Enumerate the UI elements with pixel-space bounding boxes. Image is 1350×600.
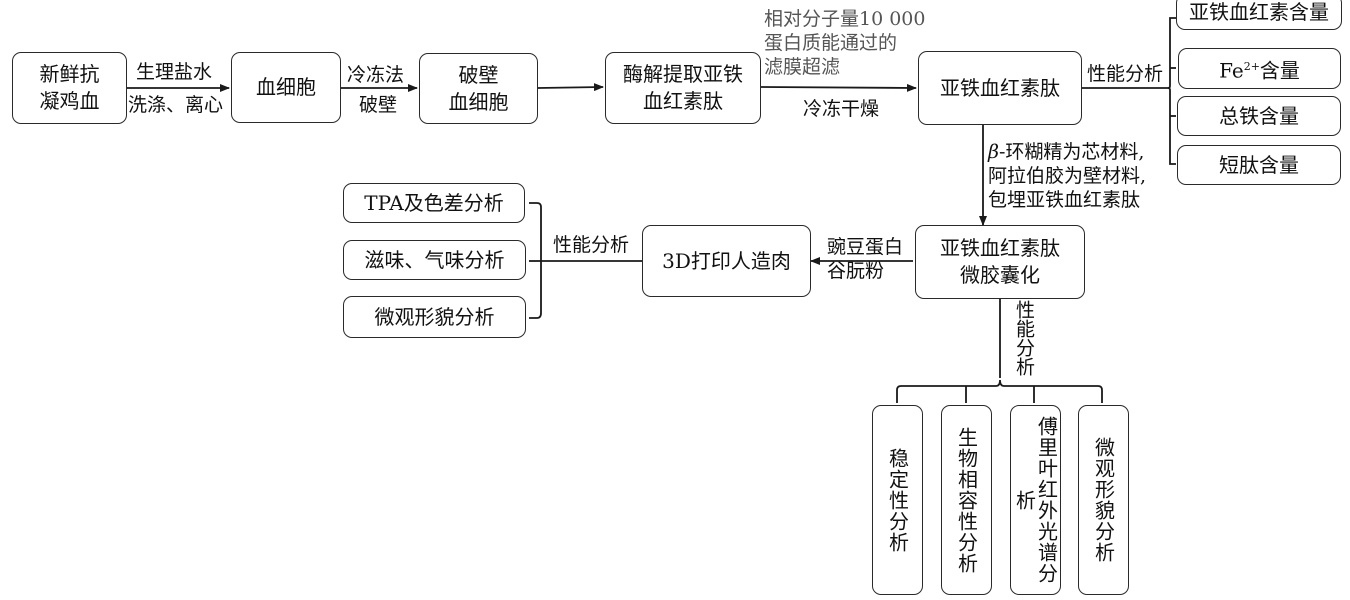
node-blood-cells: 血细胞 (231, 52, 341, 123)
box-fe-content: Fe2+含量 (1178, 48, 1341, 89)
box-taste-odor: 滋味、气味分析 (343, 240, 526, 280)
bracket-right-analysis (1167, 17, 1176, 165)
box-micromorphology-meat: 微观形貌分析 (343, 296, 526, 338)
node-microcapsule: 亚铁血红素肽 微胶囊化 (915, 225, 1085, 299)
label-performance-bottom: 性能分析 (1013, 300, 1035, 376)
label-encapsulation: β-环糊精为芯材料, 阿拉伯胶为壁材料, 包埋亚铁血红素肽 (988, 141, 1147, 211)
label-membrane-ultrafiltration: 相对分子量10 000 蛋白质能通过的 滤膜超滤 (764, 8, 926, 78)
box-morphology-capsule: 微观形貌分析 (1078, 405, 1129, 595)
box-short-peptide: 短肽含量 (1177, 145, 1341, 185)
node-heme-peptide: 亚铁血红素肽 (918, 51, 1082, 125)
box-biocompatibility: 生物相容性分析 (941, 405, 992, 595)
box-tpa-color: TPA及色差分析 (343, 183, 525, 223)
label-performance-right: 性能分析 (1087, 63, 1164, 85)
box-stability: 稳定性分析 (872, 405, 923, 595)
label-wash-centrifuge: 洗涤、离心 (128, 94, 224, 116)
label-performance-left: 性能分析 (553, 234, 630, 256)
label-saline: 生理盐水 (136, 61, 213, 83)
box-total-iron: 总铁含量 (1177, 96, 1341, 136)
bracket-bottom-analysis (896, 379, 1103, 403)
node-3d-printed-meat: 3D打印人造肉 (642, 225, 811, 297)
beta-symbol: β (988, 141, 999, 163)
label-wall-breaking: 破壁 (359, 94, 398, 116)
node-enzymatic-extract: 酶解提取亚铁 血红素肽 (605, 52, 761, 124)
label-pea-gluten: 豌豆蛋白 谷朊粉 (827, 236, 904, 282)
node-fresh-blood: 新鲜抗 凝鸡血 (12, 52, 127, 124)
arrow-broken-to-extract (537, 83, 604, 92)
fe-label: Fe2+含量 (1219, 58, 1300, 83)
box-ftir: 傅里叶红外光谱分析 (1010, 405, 1061, 595)
bracket-left-analysis (529, 202, 542, 319)
arrow-extract-to-heme (760, 83, 917, 92)
box-heme-content: 亚铁血红素含量 (1176, 0, 1342, 30)
node-broken-cells: 破壁 血细胞 (419, 53, 538, 124)
label-freeze-method: 冷冻法 (347, 64, 405, 86)
label-freeze-drying: 冷冻干燥 (803, 98, 880, 120)
